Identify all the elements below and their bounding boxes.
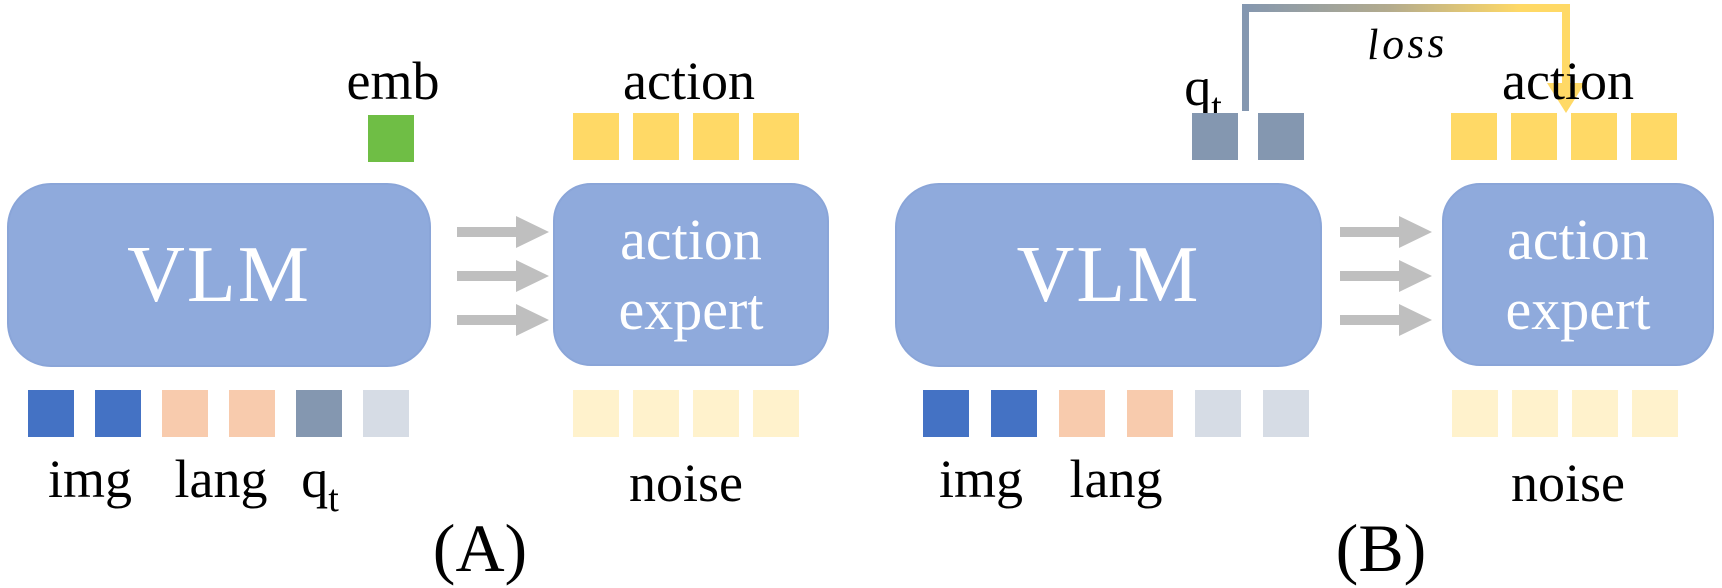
qt-label-b-q: q <box>1184 57 1212 117</box>
panel-a-caption: (A) <box>432 510 528 586</box>
qt-label-a-q: q <box>301 449 329 509</box>
vlm-box-b: VLM <box>895 183 1322 367</box>
token-square <box>753 113 799 160</box>
action-expert-b-line2: expert <box>1505 276 1651 342</box>
loss-connector-horizontal <box>1242 4 1570 12</box>
token-square <box>1127 390 1173 437</box>
token-square <box>1263 390 1309 437</box>
token-square <box>693 390 739 437</box>
action-expert-a-line1: action <box>620 206 762 272</box>
panel-b-caption: (B) <box>1335 510 1427 586</box>
noise-label-a: noise <box>629 453 743 513</box>
kv-arrow-b-3 <box>1340 304 1432 336</box>
action-token-row-a <box>573 113 799 160</box>
arrow-shaft <box>457 271 517 281</box>
token-square <box>1059 390 1105 437</box>
token-square <box>1451 113 1497 160</box>
action-expert-b-line1: action <box>1507 206 1649 272</box>
token-square <box>1512 390 1558 437</box>
token-square <box>95 390 141 437</box>
token-square <box>368 115 414 162</box>
token-square <box>296 390 342 437</box>
arrow-shaft <box>457 227 517 237</box>
input-token-row-a <box>28 390 409 437</box>
vlm-box-a: VLM <box>7 183 431 367</box>
vlm-box-a-label: VLM <box>127 230 311 319</box>
token-square <box>1511 113 1557 160</box>
token-square <box>1195 390 1241 437</box>
token-square <box>1571 113 1617 160</box>
qt-label-a: qt <box>290 452 350 518</box>
token-square <box>229 390 275 437</box>
action-expert-box-b: action expert <box>1442 183 1714 366</box>
token-square <box>363 390 409 437</box>
loss-connector-left <box>1242 4 1249 111</box>
lang-label-a: lang <box>174 449 268 509</box>
token-square <box>753 390 799 437</box>
arrow-shaft <box>457 315 517 325</box>
token-square <box>693 113 739 160</box>
action-token-row-b <box>1451 113 1677 160</box>
img-label-b: img <box>938 449 1023 509</box>
token-square <box>1452 390 1498 437</box>
vlm-box-b-label: VLM <box>1016 230 1201 319</box>
qt-label-b-sub: t <box>1211 86 1222 128</box>
qt-label-b: qt <box>1168 60 1238 126</box>
loss-label: loss <box>1365 17 1449 70</box>
arrow-shaft <box>1340 315 1400 325</box>
action-label-b: action <box>1502 51 1634 111</box>
loss-connector-right <box>1562 10 1570 84</box>
action-expert-a-line2: expert <box>618 276 764 342</box>
token-square <box>28 390 74 437</box>
emb-label: emb <box>346 51 440 111</box>
noise-label-b: noise <box>1511 453 1625 513</box>
input-token-row-b <box>923 390 1309 437</box>
noise-token-row-a <box>573 390 799 437</box>
token-square <box>991 390 1037 437</box>
action-expert-box-a: action expert <box>553 183 829 366</box>
arrow-head-icon <box>1399 260 1432 292</box>
img-label-a: img <box>47 449 132 509</box>
kv-arrow-b-2 <box>1340 260 1432 292</box>
token-square <box>1192 113 1238 160</box>
token-square <box>1258 113 1304 160</box>
noise-token-row-b <box>1452 390 1678 437</box>
arrow-shaft <box>1340 227 1400 237</box>
arrow-head-icon <box>516 260 549 292</box>
arrow-shaft <box>1340 271 1400 281</box>
kv-arrow-a-3 <box>457 304 549 336</box>
kv-arrow-b-1 <box>1340 216 1432 248</box>
emb-token-row <box>368 115 414 162</box>
token-square <box>1572 390 1618 437</box>
token-square <box>633 113 679 160</box>
arrow-head-icon <box>516 304 549 336</box>
token-square <box>923 390 969 437</box>
lang-label-b: lang <box>1069 449 1163 509</box>
token-square <box>1632 390 1678 437</box>
qt-label-a-sub: t <box>328 478 339 520</box>
token-square <box>573 113 619 160</box>
token-square <box>633 390 679 437</box>
kv-arrow-a-1 <box>457 216 549 248</box>
arrow-head-icon <box>1399 304 1432 336</box>
token-square <box>162 390 208 437</box>
qt-token-row-b <box>1192 113 1304 160</box>
token-square <box>1631 113 1677 160</box>
action-label-a: action <box>623 51 755 111</box>
arrow-head-icon <box>516 216 549 248</box>
token-square <box>573 390 619 437</box>
kv-arrow-a-2 <box>457 260 549 292</box>
loss-arrow-head-icon <box>1547 83 1585 113</box>
arrow-head-icon <box>1399 216 1432 248</box>
